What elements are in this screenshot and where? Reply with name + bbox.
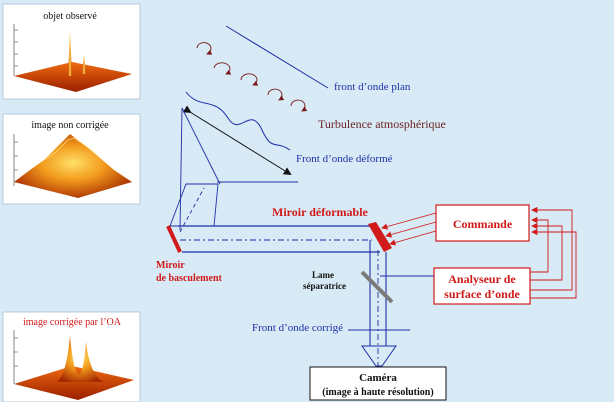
tip-tilt-mirror-label-2: de basculement (156, 273, 223, 284)
plane-wavefront-label: front d’onde plan (334, 81, 411, 93)
control-loop-lines (530, 206, 577, 299)
tip-tilt-mirror (166, 225, 182, 253)
panel-uncorrected-title: image non corrigée (31, 120, 109, 131)
analyzer-label-1: Analyseur de (448, 272, 516, 286)
plane-wavefront-line (225, 25, 329, 89)
camera-box: Caméra (image à haute résolution) (309, 366, 447, 401)
panel-observed-object: objet observé (2, 3, 141, 100)
command-label: Commande (453, 217, 513, 231)
observed-surface (14, 62, 132, 92)
command-box: Commande (435, 204, 530, 242)
deformable-mirror (368, 222, 392, 252)
camera-label-2: (image à haute résolution) (322, 387, 433, 398)
corrected-peaks (56, 336, 104, 382)
turbulence-label: Turbulence atmosphérique (318, 117, 446, 131)
camera-label-1: Caméra (359, 372, 397, 384)
deformable-mirror-label: Miroir déformable (272, 205, 369, 219)
beamsplitter (360, 270, 394, 304)
observed-peak-2 (82, 54, 86, 74)
corrected-surface (14, 366, 134, 400)
command-arrows (381, 212, 437, 246)
camera-beam (361, 240, 434, 367)
distorted-wavefront-label: Front d’onde déformé (296, 153, 393, 165)
panel-corrected-title: image corrigée par l’OA (23, 317, 122, 328)
propagation-arrow (182, 105, 292, 176)
beamsplitter-label-1: Lame (312, 270, 334, 280)
beamsplitter-label-2: séparatrice (303, 281, 346, 291)
corrected-wavefront-label: Front d’onde corrigé (252, 322, 343, 334)
observed-peak-1 (68, 30, 72, 76)
turbulence-eddies (196, 42, 308, 112)
panel-corrected-image: image corrigée par l’OA (2, 311, 141, 402)
tip-tilt-mirror-label-1: Miroir (156, 260, 185, 271)
analyzer-label-2: surface d’onde (444, 287, 520, 301)
panel-uncorrected-image: image non corrigée (2, 113, 141, 205)
uncorrected-surface (14, 134, 132, 198)
relay-beam (178, 225, 380, 253)
panel-observed-title: objet observé (43, 11, 97, 22)
wavefront-analyzer-box: Analyseur de surface d’onde (433, 267, 531, 305)
